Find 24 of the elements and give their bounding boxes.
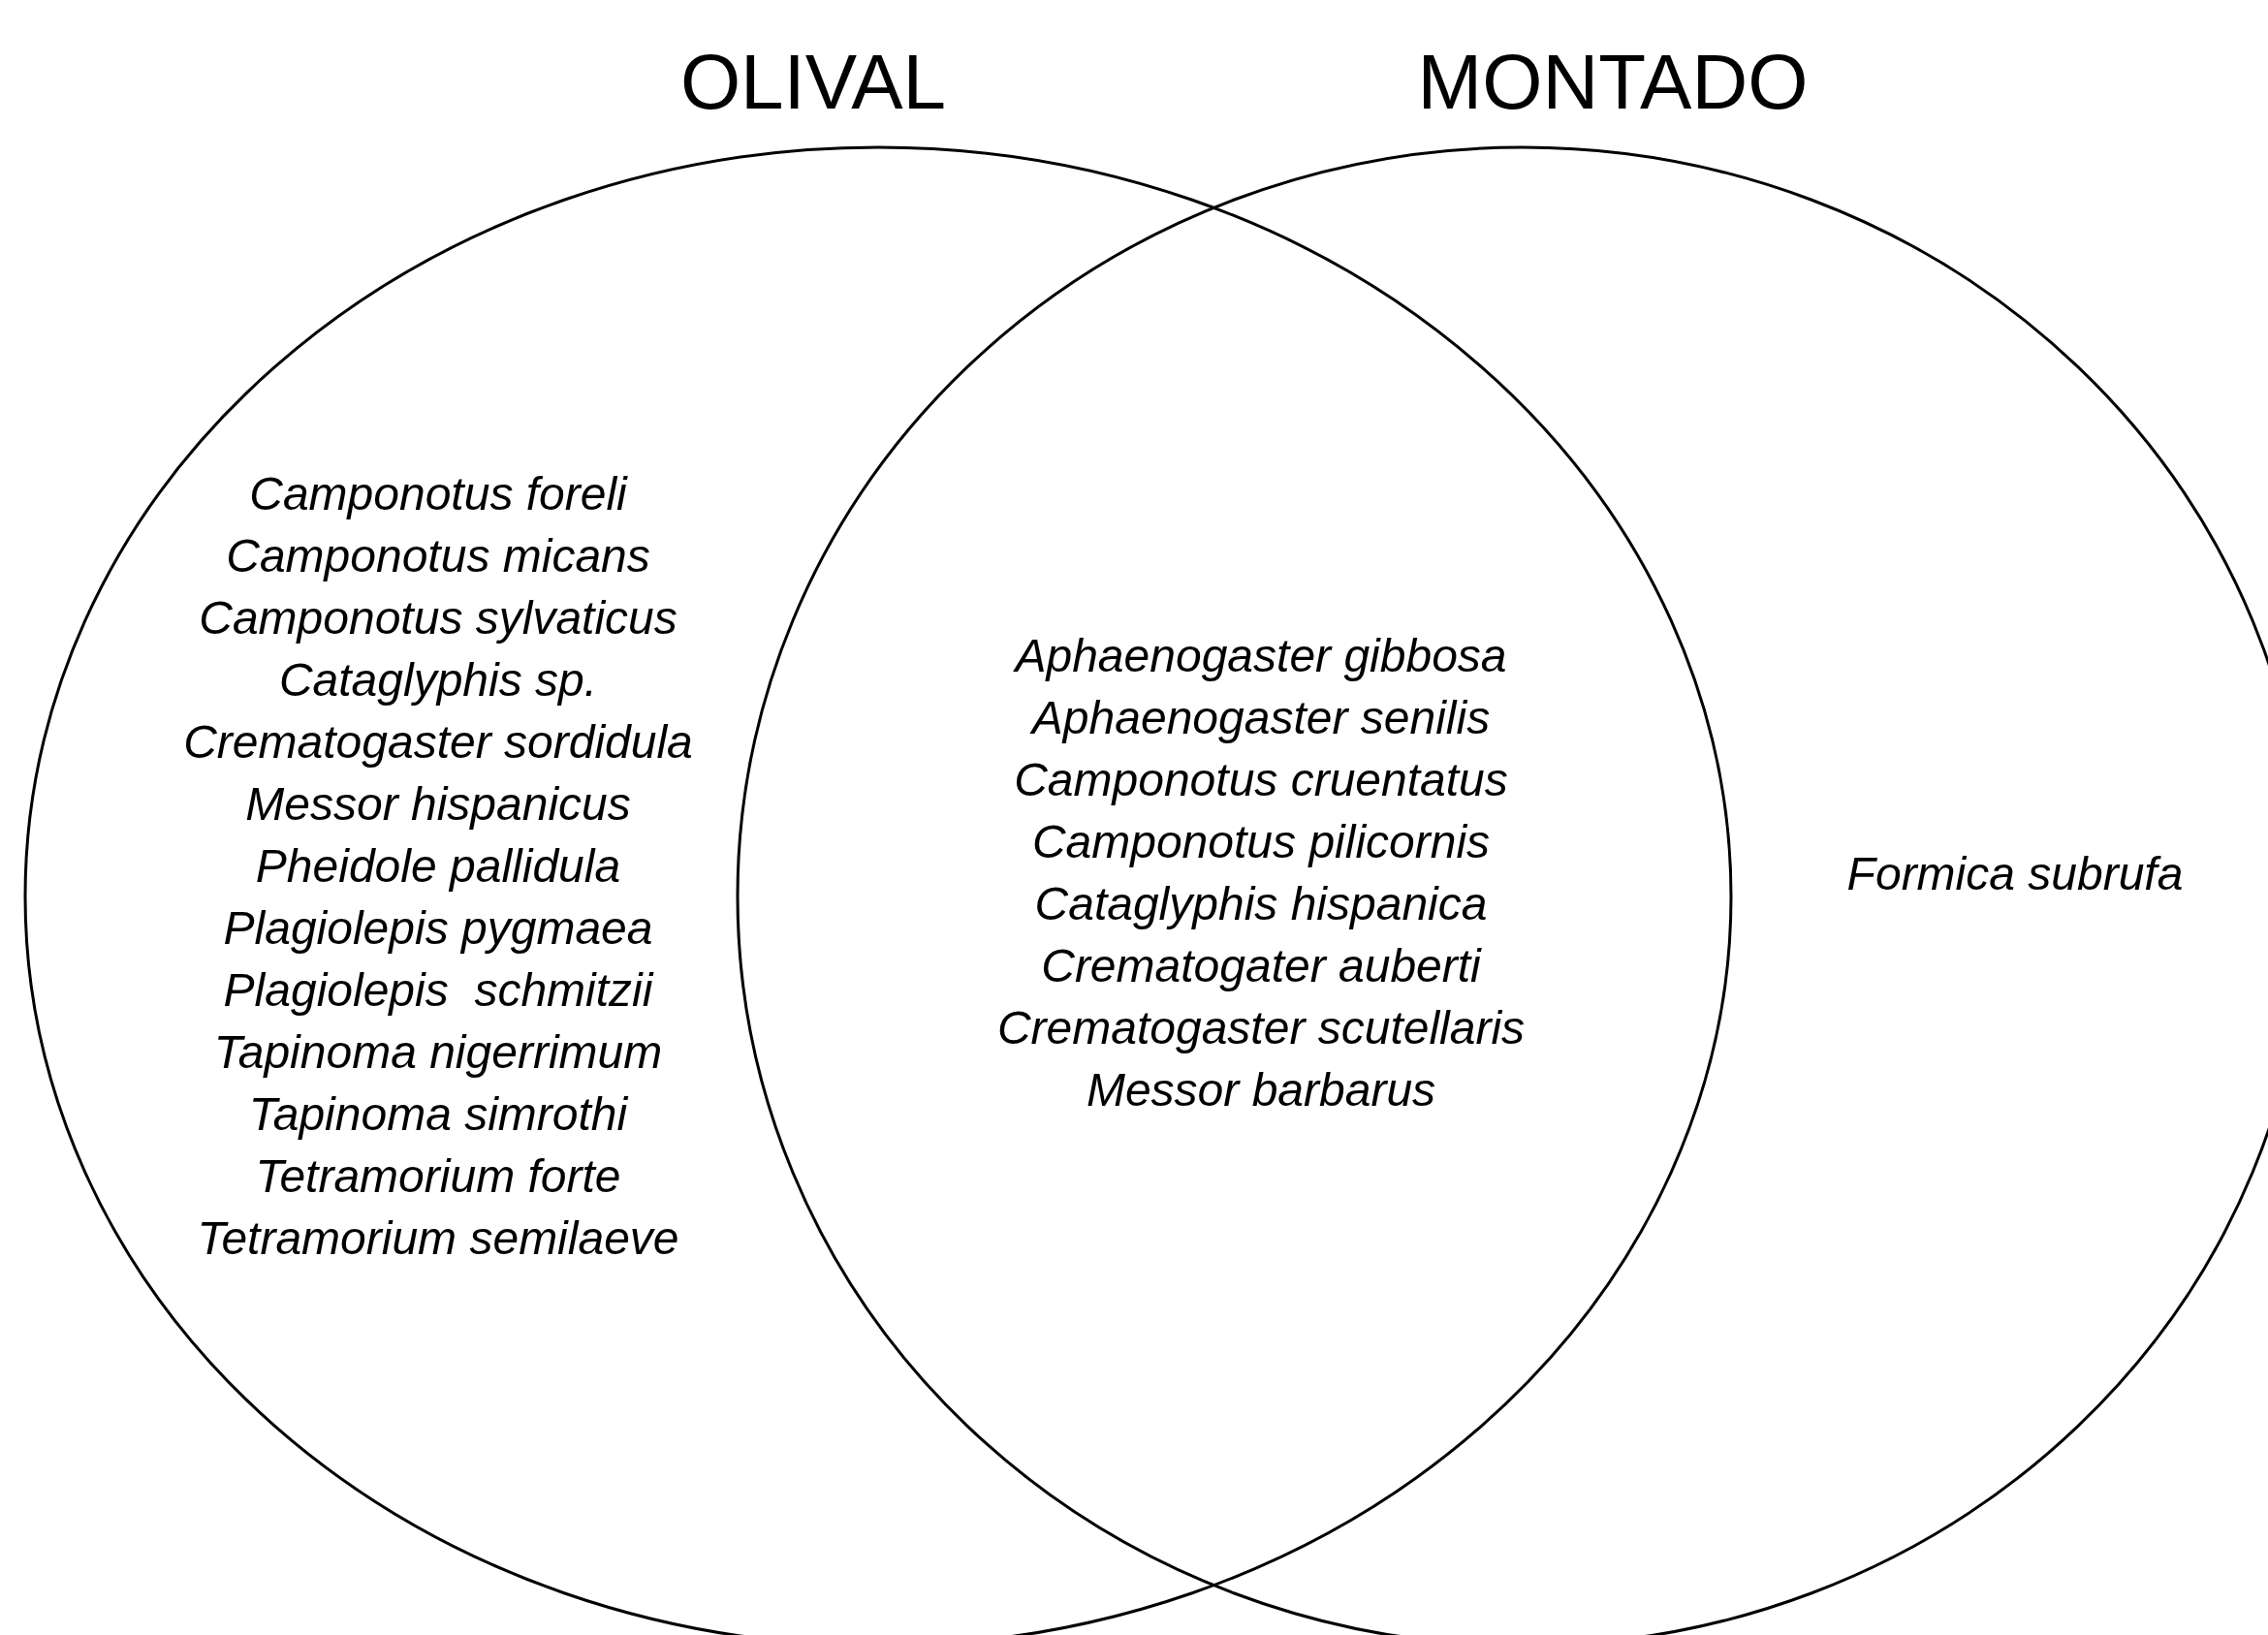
species-name: Camponotus cruentatus (1014, 754, 1508, 805)
species-name: Crematogaster sordidula (183, 716, 693, 768)
species-name: Cataglyphis hispanica (1034, 878, 1488, 929)
set-title: OLIVAL (679, 39, 947, 126)
species-name: Camponotus pilicornis (1031, 816, 1491, 867)
species-name: Crematogater auberti (1041, 940, 1481, 991)
species-name: Messor barbarus (1086, 1064, 1436, 1116)
species-name: Pheidole pallidula (255, 840, 621, 892)
species-name: Tapinoma simrothi (248, 1088, 628, 1140)
species-name: Camponotus foreli (249, 468, 627, 519)
species-name: Cataglyphis sp. (278, 654, 598, 706)
species-name: Plagiolepis pygmaea (223, 902, 653, 954)
species-name: Tetramorium semilaeve (197, 1212, 679, 1264)
species-name: Camponotus sylvaticus (199, 592, 677, 644)
species-name: Camponotus micans (226, 530, 650, 582)
species-name: Aphaenogaster senilis (1031, 692, 1491, 743)
set-title: MONTADO (1417, 39, 1809, 126)
species-name: Aphaenogaster gibbosa (1015, 630, 1507, 681)
species-name: Messor hispanicus (245, 778, 631, 830)
species-name: Formica subrufa (1846, 848, 2184, 899)
species-name: Tapinoma nigerrimum (213, 1026, 663, 1078)
species-name: Crematogaster scutellaris (996, 1002, 1526, 1053)
species-name: Plagiolepis schmitzii (223, 964, 653, 1016)
species-name: Tetramorium forte (255, 1150, 621, 1202)
